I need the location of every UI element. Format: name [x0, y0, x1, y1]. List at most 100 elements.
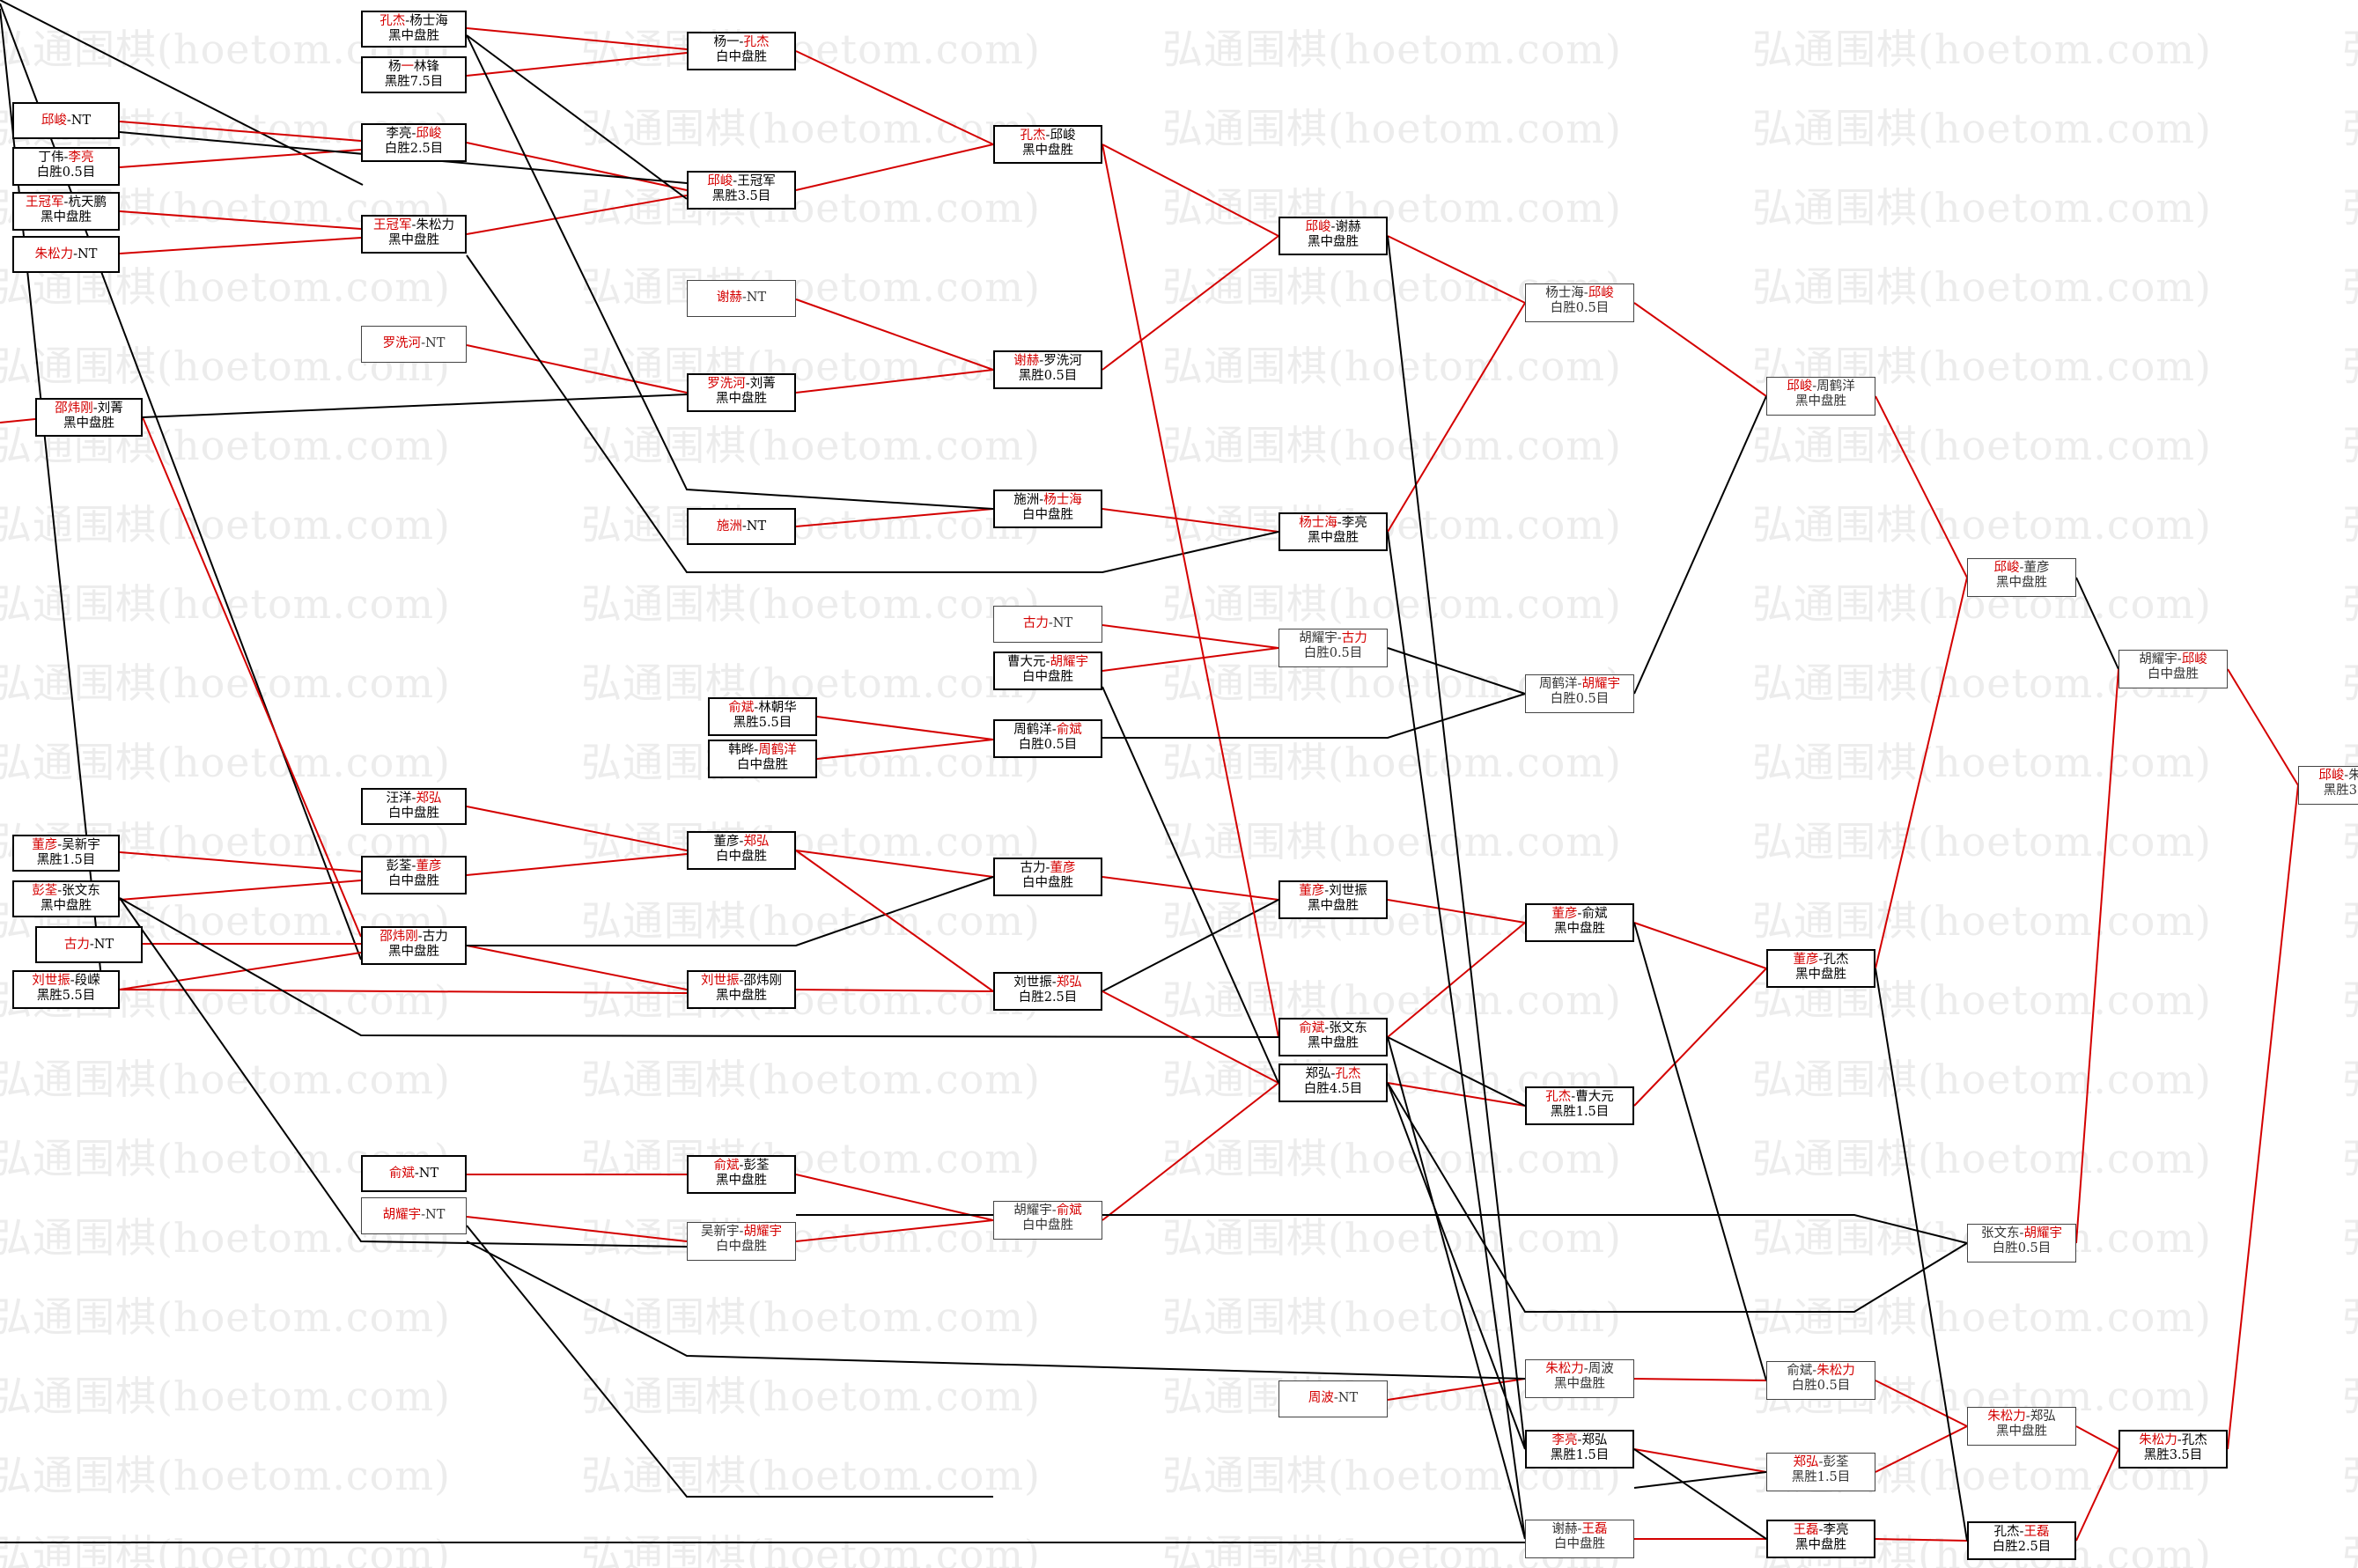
winner-name: 罗洗河	[382, 336, 422, 350]
match-players: 王冠军-朱松力	[363, 218, 465, 233]
player-name: 俞斌-	[1787, 1364, 1817, 1378]
winner-name: 王冠军	[373, 218, 412, 232]
winner-path-line	[795, 298, 994, 371]
match-box-r1-04: 丁伟-李亮白胜0.5目	[12, 147, 120, 186]
player-name: -周波	[1583, 1362, 1614, 1376]
match-players: 谢赫-王磊	[1526, 1522, 1633, 1537]
bracket-line	[1633, 1448, 1767, 1540]
match-box-r4-03: 施洲-杨士海白中盘胜	[993, 490, 1102, 528]
winner-name: 邱峻	[416, 127, 442, 141]
winner-name: 胡耀宇	[382, 1208, 422, 1222]
match-box-r5-06: 郑弘-孔杰白胜4.5目	[1278, 1064, 1388, 1102]
winner-path-line	[1387, 899, 1526, 924]
bracket-line	[466, 34, 994, 510]
match-result: 白胜0.5目	[1018, 738, 1078, 752]
match-box-r5-07: 周波-NT	[1278, 1380, 1388, 1417]
bracket-line	[1633, 395, 1767, 695]
bracket-line	[466, 1225, 993, 1498]
winner-name: 孔杰	[1335, 1067, 1361, 1081]
winner-name: 邱峻	[2318, 769, 2345, 783]
match-players: 胡耀宇-邱峻	[2119, 652, 2227, 667]
match-result: 白胜0.5目	[1550, 301, 1610, 315]
match-box-r10-01: 邱峻-朱松力黑胜3.5目	[2298, 766, 2358, 805]
match-result: 黑中盘胜	[716, 1174, 767, 1188]
winner-name: 施洲	[716, 519, 742, 534]
match-result: 黑中盘胜	[388, 29, 439, 43]
match-result: 白胜4.5目	[1303, 1082, 1363, 1096]
player-name: 汪洋-	[386, 791, 416, 806]
match-box-r4-08: 刘世振-郑弘白胜2.5目	[993, 972, 1102, 1011]
match-players: 刘世振-段嵘	[14, 974, 118, 989]
match-box-r2-07: 彭荃-董彦白中盘胜	[361, 856, 467, 894]
player-name: -邱峻	[1045, 129, 1076, 143]
match-box-r3-01: 杨一-孔杰白中盘胜	[687, 32, 796, 70]
player-name: 古力-	[1020, 861, 1050, 875]
match-box-r6-01: 杨士海-邱峻白胜0.5目	[1525, 283, 1634, 322]
player-name: -NT	[89, 938, 114, 952]
bracket-line	[1102, 899, 1279, 992]
player-name: 杨士海-	[1545, 286, 1588, 300]
match-players: 杨士海-邱峻	[1526, 286, 1633, 301]
match-players: 董彦-吴新宇	[14, 838, 118, 853]
match-players: 董彦-刘世振	[1280, 884, 1386, 899]
match-players: 王磊-李亮	[1768, 1523, 1874, 1538]
winner-name: 俞斌	[1056, 723, 1082, 737]
winner-path-line	[119, 149, 362, 168]
match-box-r7-03: 俞斌-朱松力白胜0.5目	[1766, 1361, 1875, 1400]
player-name: -张文东	[57, 884, 100, 898]
bracket-line	[1633, 922, 1767, 1381]
match-box-r4-07: 古力-董彦白中盘胜	[993, 858, 1102, 896]
match-players: 胡耀宇-NT	[362, 1198, 466, 1232]
winner-path-line	[1102, 235, 1279, 371]
winner-name: 郑弘	[1793, 1455, 1819, 1469]
winner-path-line	[1387, 1082, 1526, 1107]
match-players: 俞斌-朱松力	[1767, 1364, 1875, 1379]
winner-name: 一	[401, 60, 415, 74]
player-name: -李亮	[1818, 1523, 1849, 1537]
winner-name: 董彦	[1551, 907, 1578, 921]
match-players: 孔杰-杨士海	[363, 14, 465, 29]
match-players: 周波-NT	[1279, 1381, 1387, 1415]
match-players: 俞斌-张文东	[1280, 1021, 1386, 1036]
match-box-r7-04: 郑弘-彭荃黑胜1.5目	[1766, 1453, 1875, 1491]
match-box-r3-05: 施洲-NT	[687, 508, 796, 545]
match-box-r1-10: 古力-NT	[35, 926, 143, 963]
match-result: 黑中盘胜	[1795, 394, 1846, 409]
match-result: 黑中盘胜	[1996, 1424, 2047, 1439]
winner-name: 俞斌	[388, 1167, 415, 1181]
player-name: 彭荃-	[386, 859, 416, 873]
player-name: 胡耀宇-	[1299, 631, 1342, 645]
match-players: 刘世振-郑弘	[995, 975, 1101, 990]
match-players: 吴新宇-胡耀宇	[688, 1225, 795, 1240]
player-name: -NT	[414, 1167, 439, 1181]
match-result: 白胜0.5目	[1550, 692, 1610, 706]
match-box-r7-01: 邱峻-周鹤洋黑中盘胜	[1766, 377, 1875, 416]
winner-path-line	[1633, 302, 1767, 397]
player-name: -NT	[66, 114, 92, 128]
match-players: 彭荃-董彦	[363, 859, 465, 874]
match-box-r8-01: 邱峻-董彦黑中盘胜	[1967, 558, 2076, 597]
winner-name: 胡耀宇	[1581, 677, 1620, 691]
bracket-line	[466, 254, 1279, 573]
winner-path-line	[1633, 968, 1767, 1107]
match-players: 胡耀宇-俞斌	[994, 1204, 1102, 1218]
match-box-r3-06: 俞斌-林朝华黑胜5.5目	[708, 697, 817, 736]
winner-name: 周鹤洋	[758, 743, 797, 757]
winner-name: 王磊	[1581, 1522, 1608, 1536]
match-players: 董彦-郑弘	[689, 835, 794, 850]
player-name: -NT	[741, 291, 767, 305]
player-name: 胡耀宇-	[1013, 1204, 1057, 1218]
match-result: 白中盘胜	[1022, 1218, 1073, 1233]
match-result: 白中盘胜	[737, 758, 788, 772]
winner-path-line	[1875, 395, 1968, 578]
match-box-r4-05: 曹大元-胡耀宇白中盘胜	[993, 651, 1102, 690]
match-box-r3-11: 吴新宇-胡耀宇白中盘胜	[687, 1222, 796, 1261]
winner-name: 邵炜刚	[379, 930, 418, 944]
match-box-r4-04: 古力-NT	[993, 606, 1102, 643]
match-players: 汪洋-郑弘	[363, 791, 465, 806]
winner-path-line	[1875, 577, 1968, 969]
winner-path-line	[119, 851, 362, 872]
winner-path-line	[816, 716, 994, 740]
winner-name: 邱峻	[41, 114, 67, 128]
